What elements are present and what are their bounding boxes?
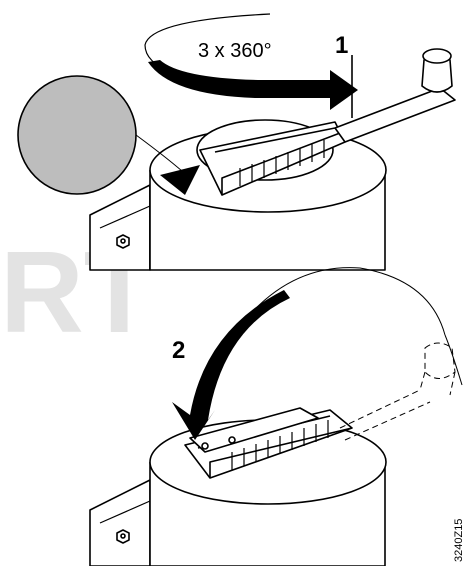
housing-box-bottom xyxy=(89,479,151,566)
rotation-arrow xyxy=(144,13,358,110)
rotation-label: 3 x 360° xyxy=(198,40,272,62)
swing-arrow xyxy=(172,267,463,440)
housing-box-top xyxy=(89,184,151,271)
detail-circle xyxy=(17,75,137,195)
detail-callout xyxy=(17,75,200,195)
ghost-lever xyxy=(339,342,456,441)
actuator-bottom xyxy=(89,407,387,566)
step-1-label: 1 xyxy=(335,32,348,59)
screw-icon-bottom xyxy=(116,529,130,544)
crank-lever-folded xyxy=(189,407,319,453)
screw-icon-top xyxy=(116,234,130,249)
figure-code: 3240Z15 xyxy=(453,519,465,562)
step-2-label: 2 xyxy=(172,337,185,364)
detail-arrow xyxy=(160,165,200,195)
actuator-top xyxy=(89,48,456,271)
crank-lever-top xyxy=(334,87,456,143)
